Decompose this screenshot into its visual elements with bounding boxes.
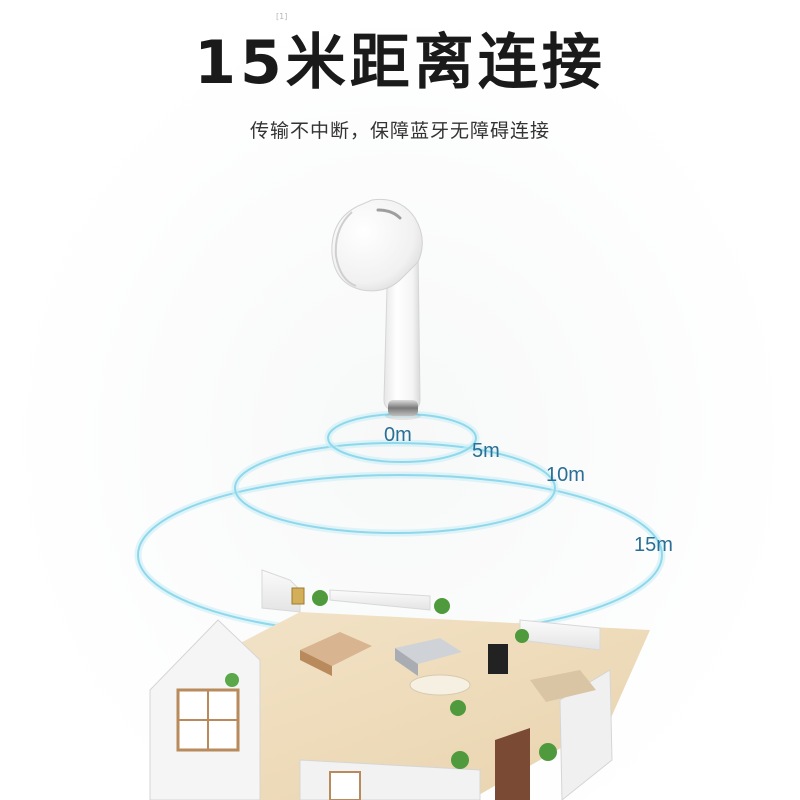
range-ring-10m bbox=[231, 439, 559, 537]
distance-label-15m: 15m bbox=[634, 534, 673, 556]
page-subtitle: 传输不中断，保障蓝牙无障碍连接 bbox=[249, 120, 550, 142]
house-floorplan-icon bbox=[149, 569, 650, 800]
distance-label-5m: 5m bbox=[472, 440, 500, 462]
footnote-mark: [1] bbox=[276, 12, 288, 21]
distance-label-0m: 0m bbox=[384, 424, 412, 446]
distance-label-10m: 10m bbox=[546, 464, 585, 486]
page-title: 15米距离连接 bbox=[194, 28, 606, 98]
earbud-icon bbox=[331, 198, 423, 420]
range-ring-15m bbox=[134, 471, 666, 639]
